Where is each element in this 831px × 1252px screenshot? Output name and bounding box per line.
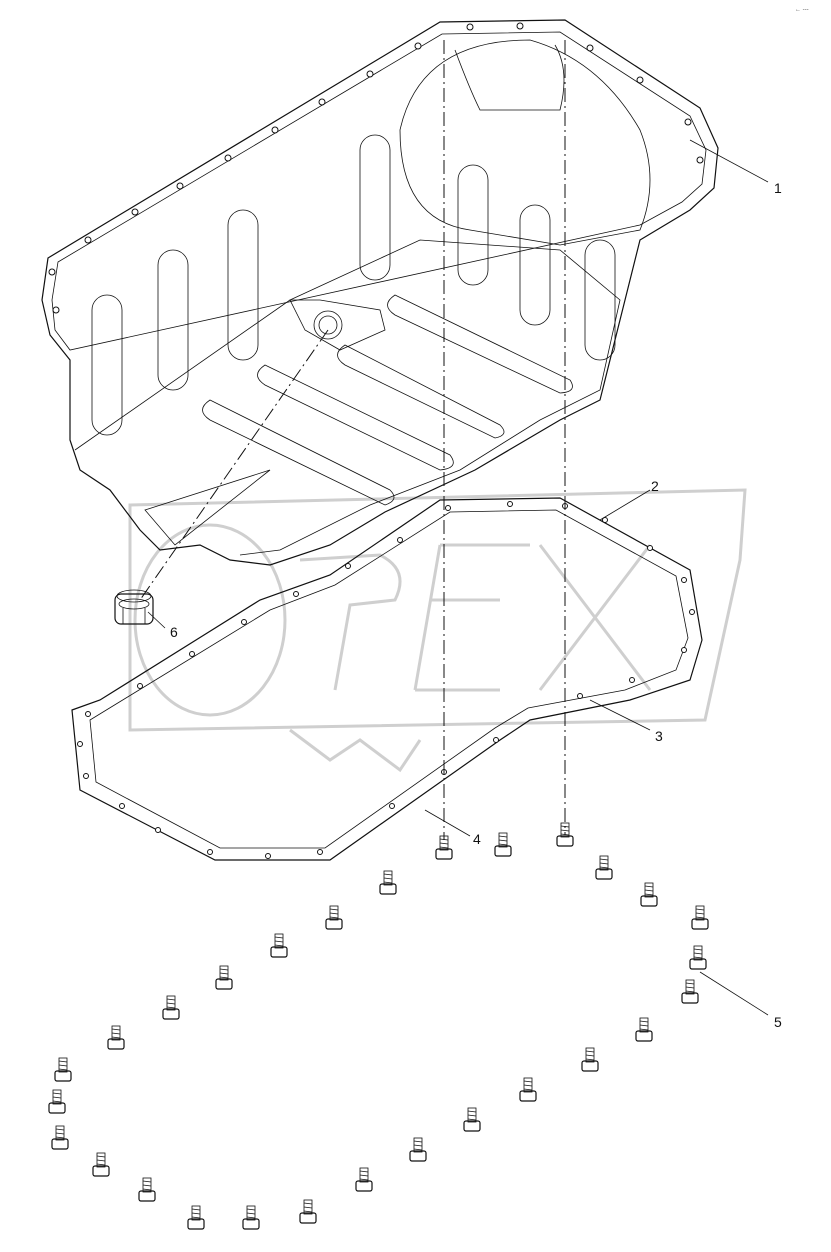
bolt [689, 945, 707, 970]
pan-floor-ribs [202, 294, 573, 506]
callout-4: 4 [473, 831, 481, 847]
oil-pan-gasket [71, 497, 703, 861]
bolt [270, 933, 288, 958]
bolt [409, 1137, 427, 1162]
bolt [519, 1077, 537, 1102]
pan-ribs [91, 134, 616, 436]
bolt [92, 1152, 110, 1177]
bolt [107, 1025, 125, 1050]
bolt [556, 822, 574, 847]
bolt [691, 905, 709, 930]
bolt [581, 1047, 599, 1072]
callout-3: 3 [655, 728, 663, 744]
bolt [242, 1205, 260, 1230]
bolt [215, 965, 233, 990]
bolt [48, 1089, 66, 1114]
bolt [299, 1199, 317, 1224]
gasket-bolt-holes [77, 501, 695, 859]
flange-bolt-holes [48, 22, 704, 314]
bolt [187, 1205, 205, 1230]
bolt [463, 1107, 481, 1132]
bolt [325, 905, 343, 930]
bolt [681, 979, 699, 1004]
corner-mark: ← --- [795, 7, 809, 13]
bolt [494, 832, 512, 857]
bolt [138, 1177, 156, 1202]
bolt [355, 1167, 373, 1192]
bolt [379, 870, 397, 895]
alignment-lines [139, 40, 566, 840]
bolt [635, 1017, 653, 1042]
callout-1: 1 [774, 180, 782, 196]
bolt [162, 995, 180, 1020]
oil-pan [41, 19, 719, 566]
callout-2: 2 [651, 478, 659, 494]
callout-6: 6 [170, 624, 178, 640]
bolt [640, 882, 658, 907]
callout-5: 5 [774, 1014, 782, 1030]
bolt [435, 835, 453, 860]
bolt [51, 1125, 69, 1150]
bolt [595, 855, 613, 880]
opex-watermark [128, 488, 747, 773]
leader-lines [147, 139, 769, 1016]
bolt [54, 1057, 72, 1082]
bolt-set [48, 822, 709, 1230]
drain-plug [114, 589, 154, 625]
